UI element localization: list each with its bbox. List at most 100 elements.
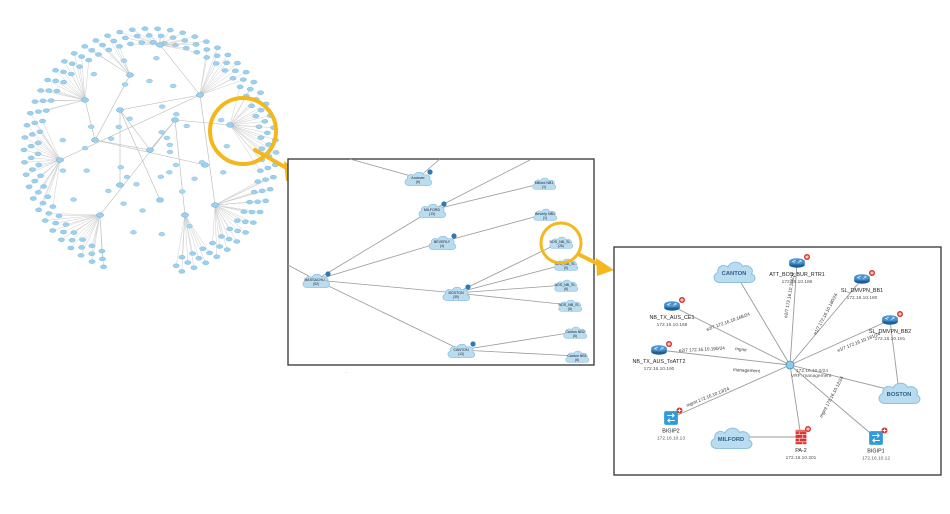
overview-node[interactable] bbox=[37, 88, 45, 93]
overview-node[interactable] bbox=[115, 124, 122, 130]
overview-node[interactable] bbox=[145, 33, 153, 38]
overview-node[interactable] bbox=[158, 232, 166, 237]
overview-node[interactable] bbox=[59, 168, 67, 173]
overview-node[interactable] bbox=[264, 165, 272, 171]
overview-node[interactable] bbox=[60, 79, 67, 85]
overview-node[interactable] bbox=[126, 116, 133, 121]
overview-node[interactable] bbox=[35, 162, 43, 168]
overview-node[interactable] bbox=[88, 243, 96, 249]
overview-node[interactable] bbox=[116, 29, 124, 35]
overview-node[interactable] bbox=[166, 149, 174, 155]
overview-node[interactable] bbox=[39, 98, 47, 104]
overview-node[interactable] bbox=[179, 189, 186, 194]
overview-node[interactable] bbox=[76, 64, 84, 69]
overview-node[interactable] bbox=[239, 77, 247, 82]
overview-node[interactable] bbox=[70, 51, 78, 56]
region-node-beverlynb1[interactable]: Beverly NB1(1) bbox=[533, 208, 558, 221]
overview-node[interactable] bbox=[254, 199, 262, 204]
overview-node[interactable] bbox=[190, 265, 198, 270]
overview-node[interactable] bbox=[225, 236, 233, 242]
overview-node[interactable] bbox=[47, 98, 55, 103]
overview-node[interactable] bbox=[67, 245, 75, 251]
region-node-boston[interactable]: BOSTON(39) bbox=[442, 284, 471, 301]
overview-node[interactable] bbox=[240, 209, 248, 214]
overview-node[interactable] bbox=[158, 130, 165, 135]
overview-node[interactable] bbox=[257, 135, 265, 140]
overview-node[interactable] bbox=[224, 52, 232, 58]
overview-node[interactable] bbox=[60, 69, 67, 75]
overview-node[interactable] bbox=[39, 200, 47, 206]
overview-node[interactable] bbox=[34, 140, 42, 145]
overview-node[interactable] bbox=[78, 54, 86, 59]
overview-node[interactable] bbox=[183, 123, 190, 129]
overview-node[interactable] bbox=[195, 256, 203, 261]
overview-node[interactable] bbox=[120, 201, 127, 206]
overview-node[interactable] bbox=[42, 108, 50, 113]
collapse-icon[interactable] bbox=[441, 201, 447, 207]
overview-node[interactable] bbox=[99, 42, 106, 48]
overview-node[interactable] bbox=[100, 264, 108, 270]
region-node-massachu[interactable]: MASSACHU...(52) bbox=[302, 271, 331, 288]
overview-node[interactable] bbox=[29, 196, 37, 201]
overview-node[interactable] bbox=[21, 160, 28, 165]
overview-node[interactable] bbox=[138, 40, 146, 45]
overview-node[interactable] bbox=[53, 88, 61, 94]
overview-node[interactable] bbox=[192, 42, 200, 47]
overview-node[interactable] bbox=[178, 254, 186, 260]
overview-node[interactable] bbox=[261, 119, 269, 124]
overview-node[interactable] bbox=[163, 135, 171, 141]
overview-node[interactable] bbox=[202, 260, 210, 265]
overview-node[interactable] bbox=[130, 230, 137, 235]
overview-node[interactable] bbox=[257, 90, 264, 95]
collapse-icon[interactable] bbox=[325, 271, 331, 277]
overview-node[interactable] bbox=[139, 208, 146, 213]
overview-node[interactable] bbox=[34, 109, 42, 114]
overview-node[interactable] bbox=[52, 68, 59, 73]
overview-node[interactable] bbox=[242, 230, 249, 235]
overview-node[interactable] bbox=[248, 103, 256, 109]
overview-node[interactable] bbox=[95, 52, 102, 57]
overview-node[interactable] bbox=[166, 170, 173, 175]
overview-node[interactable] bbox=[166, 27, 174, 33]
overview-node[interactable] bbox=[70, 197, 77, 202]
overview-node[interactable] bbox=[88, 251, 96, 256]
overview-node[interactable] bbox=[110, 38, 118, 44]
overview-node[interactable] bbox=[133, 182, 140, 187]
collapse-icon[interactable] bbox=[451, 233, 457, 239]
region-node-bos2[interactable]: BOS_NB_SI...(5) bbox=[554, 258, 579, 271]
overview-node[interactable] bbox=[213, 53, 221, 58]
overview-node[interactable] bbox=[41, 218, 49, 223]
overview-node[interactable] bbox=[212, 61, 220, 66]
overview-node[interactable] bbox=[59, 138, 67, 143]
overview-node[interactable] bbox=[248, 209, 256, 215]
overview-node[interactable] bbox=[256, 209, 264, 215]
overview-node[interactable] bbox=[78, 245, 85, 250]
overview-node[interactable] bbox=[250, 79, 258, 85]
overview-node[interactable] bbox=[121, 82, 129, 87]
region-node-cantonnb2[interactable]: Canton NB2(6) bbox=[563, 326, 588, 339]
overview-node[interactable] bbox=[184, 260, 192, 265]
overview-node[interactable] bbox=[49, 204, 57, 209]
overview-node[interactable] bbox=[193, 50, 201, 55]
collapse-icon[interactable] bbox=[470, 341, 476, 347]
overview-hub[interactable] bbox=[56, 157, 64, 163]
overview-node[interactable] bbox=[217, 117, 225, 123]
overview-node[interactable] bbox=[272, 150, 280, 155]
overview-node[interactable] bbox=[88, 48, 96, 53]
overview-hub[interactable] bbox=[171, 117, 179, 123]
subnet-node-milford[interactable]: MILFORD bbox=[710, 427, 753, 450]
overview-node[interactable] bbox=[26, 110, 34, 116]
overview-node[interactable] bbox=[154, 26, 162, 31]
overview-node[interactable] bbox=[198, 160, 206, 165]
overview-node[interactable] bbox=[133, 33, 141, 39]
overview-node[interactable] bbox=[117, 165, 124, 170]
overview-node[interactable] bbox=[252, 113, 260, 119]
overview-node[interactable] bbox=[191, 34, 199, 39]
collapse-icon[interactable] bbox=[465, 284, 471, 290]
subnet-node-canton[interactable]: CANTON bbox=[713, 261, 756, 284]
